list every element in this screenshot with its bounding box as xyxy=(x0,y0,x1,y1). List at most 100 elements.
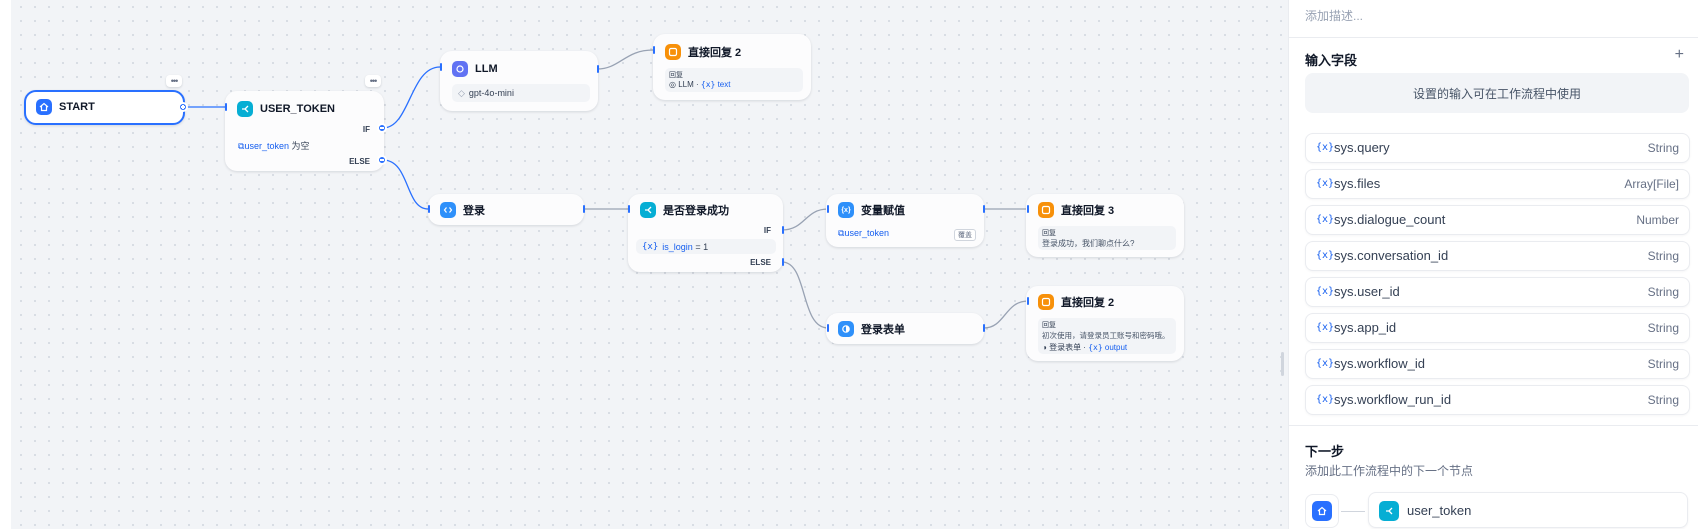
input-handle[interactable] xyxy=(428,205,430,213)
more-options-icon[interactable]: ••• xyxy=(166,75,182,87)
divider xyxy=(1289,37,1698,38)
node-title: 登录表单 xyxy=(861,324,905,336)
more-options-icon[interactable]: ••• xyxy=(365,75,381,87)
input-handle[interactable] xyxy=(440,63,442,71)
reply-box: 回复 登录成功，我们聊点什么? xyxy=(1038,226,1176,250)
input-handle[interactable] xyxy=(827,324,829,332)
else-handle[interactable] xyxy=(377,155,387,165)
form-icon xyxy=(838,321,854,337)
mode-tag: 覆盖 xyxy=(954,229,976,241)
if-handle[interactable] xyxy=(782,226,784,234)
variable-type: String xyxy=(1647,357,1679,371)
variable-icon: ⧉ xyxy=(238,141,245,151)
input-handle[interactable] xyxy=(628,205,630,213)
edge-else-login xyxy=(382,159,429,210)
branch-icon xyxy=(1379,501,1399,521)
divider xyxy=(1289,425,1698,426)
variable-type: String xyxy=(1647,141,1679,155)
input-handle[interactable] xyxy=(827,205,829,213)
login-node[interactable]: 登录 xyxy=(428,194,584,225)
node-title: USER_TOKEN xyxy=(260,103,335,115)
node-title: 登录 xyxy=(463,205,485,217)
variable-icon: {x} xyxy=(1316,142,1335,153)
variable-type: String xyxy=(1647,393,1679,407)
edges-layer xyxy=(184,49,1029,329)
variable-icon: {x} xyxy=(1316,358,1335,369)
variable-name: sys.workflow_run_id xyxy=(1334,392,1452,407)
input-handle[interactable] xyxy=(1027,205,1029,213)
variable-name: sys.user_id xyxy=(1334,284,1400,299)
variable-assigner-node[interactable]: {x} 变量赋值 ⧉user_token 覆盖 xyxy=(826,194,984,247)
node-title: 是否登录成功 xyxy=(663,205,729,217)
node-title: 直接回复 2 xyxy=(688,47,742,59)
assign-variable: ⧉user_token xyxy=(838,228,889,238)
link-icon: ⧉ xyxy=(838,228,845,238)
check-login-node[interactable]: 是否登录成功 IF {x}is_login = 1 ELSE xyxy=(628,194,783,272)
input-handle[interactable] xyxy=(225,103,227,111)
llm-node[interactable]: LLM ◇gpt-4o-mini xyxy=(440,51,598,111)
variable-row[interactable]: {x}sys.workflow_id String xyxy=(1305,349,1690,379)
branch-icon xyxy=(237,101,253,117)
reply-box: 回复 初次使用，请登录员工账号和密码哦。 ◑ 登录表单 · {x} output xyxy=(1038,318,1176,354)
node-title: 变量赋值 xyxy=(861,205,905,217)
variable-row[interactable]: {x}sys.files Array[File] xyxy=(1305,169,1690,199)
answer-node-2b[interactable]: 直接回复 2 回复 初次使用，请登录员工账号和密码哦。 ◑ 登录表单 · {x}… xyxy=(1026,286,1184,361)
input-handle[interactable] xyxy=(653,46,655,54)
variable-name: sys.app_id xyxy=(1334,320,1397,335)
reply-icon xyxy=(665,44,681,60)
node-title: LLM xyxy=(475,63,498,75)
variable-type: Array[File] xyxy=(1624,177,1679,191)
condition: {x}is_login = 1 xyxy=(636,239,776,254)
cube-icon: ◇ xyxy=(458,87,465,98)
output-handle[interactable] xyxy=(983,205,985,213)
answer-node-3[interactable]: 直接回复 3 回复 登录成功，我们聊点什么? xyxy=(1026,194,1184,257)
add-next-icon[interactable] xyxy=(178,102,188,112)
login-form-node[interactable]: 登录表单 xyxy=(826,313,984,344)
else-handle[interactable] xyxy=(782,258,784,266)
next-node-label: user_token xyxy=(1407,503,1472,518)
node-config-panel: 添加描述... 输入字段 + 设置的输入可在工作流程中使用 {x}sys.que… xyxy=(1288,0,1698,529)
variable-name: sys.query xyxy=(1334,140,1390,155)
node-title: 直接回复 2 xyxy=(1061,297,1115,309)
variable-icon: {x} xyxy=(1316,322,1335,333)
home-icon xyxy=(1312,501,1332,521)
form-icon: ◑ xyxy=(1042,343,1047,352)
panel-resize-handle[interactable] xyxy=(1281,352,1284,376)
current-node-icon xyxy=(1305,494,1339,528)
else-label: ELSE xyxy=(349,157,370,166)
input-fields-title: 输入字段 xyxy=(1305,53,1358,68)
variable-icon: {x} xyxy=(1316,394,1335,405)
edge-if-llm xyxy=(382,66,441,129)
next-node-card[interactable]: user_token xyxy=(1368,492,1688,528)
user-token-node[interactable]: USER_TOKEN IF ELSE ⧉user_token 为空 xyxy=(225,91,384,171)
variable-name: sys.workflow_id xyxy=(1334,356,1426,371)
variable-icon: {x} xyxy=(1316,178,1335,189)
node-title: 直接回复 3 xyxy=(1061,205,1115,217)
next-step-title: 下一步 xyxy=(1305,444,1345,459)
variable-row[interactable]: {x}sys.workflow_run_id String xyxy=(1305,385,1690,415)
start-node[interactable]: START xyxy=(24,90,185,125)
variable-icon: {x} xyxy=(1316,250,1335,261)
variable-row[interactable]: {x}sys.query String xyxy=(1305,133,1690,163)
workflow-canvas[interactable]: START ••• USER_TOKEN IF ELSE ⧉user_token… xyxy=(0,0,1288,529)
description-input[interactable]: 添加描述... xyxy=(1305,9,1364,23)
node-title: START xyxy=(59,101,95,113)
else-label: ELSE xyxy=(750,258,771,267)
answer-node-2[interactable]: 直接回复 2 回复 ◎ LLM · {x} text xyxy=(653,34,811,100)
variable-icon: {x} xyxy=(1316,214,1335,225)
variable-name: sys.files xyxy=(1334,176,1381,191)
if-handle[interactable] xyxy=(377,123,387,133)
output-handle[interactable] xyxy=(597,65,599,73)
output-handle[interactable] xyxy=(583,205,585,213)
output-handle[interactable] xyxy=(983,324,985,332)
llm-icon xyxy=(452,61,468,77)
reply-box: 回复 ◎ LLM · {x} text xyxy=(665,68,803,92)
edge-llm-reply2 xyxy=(596,49,654,70)
input-handle[interactable] xyxy=(1027,297,1029,305)
plus-icon[interactable]: + xyxy=(1674,46,1684,63)
home-icon xyxy=(36,99,52,115)
